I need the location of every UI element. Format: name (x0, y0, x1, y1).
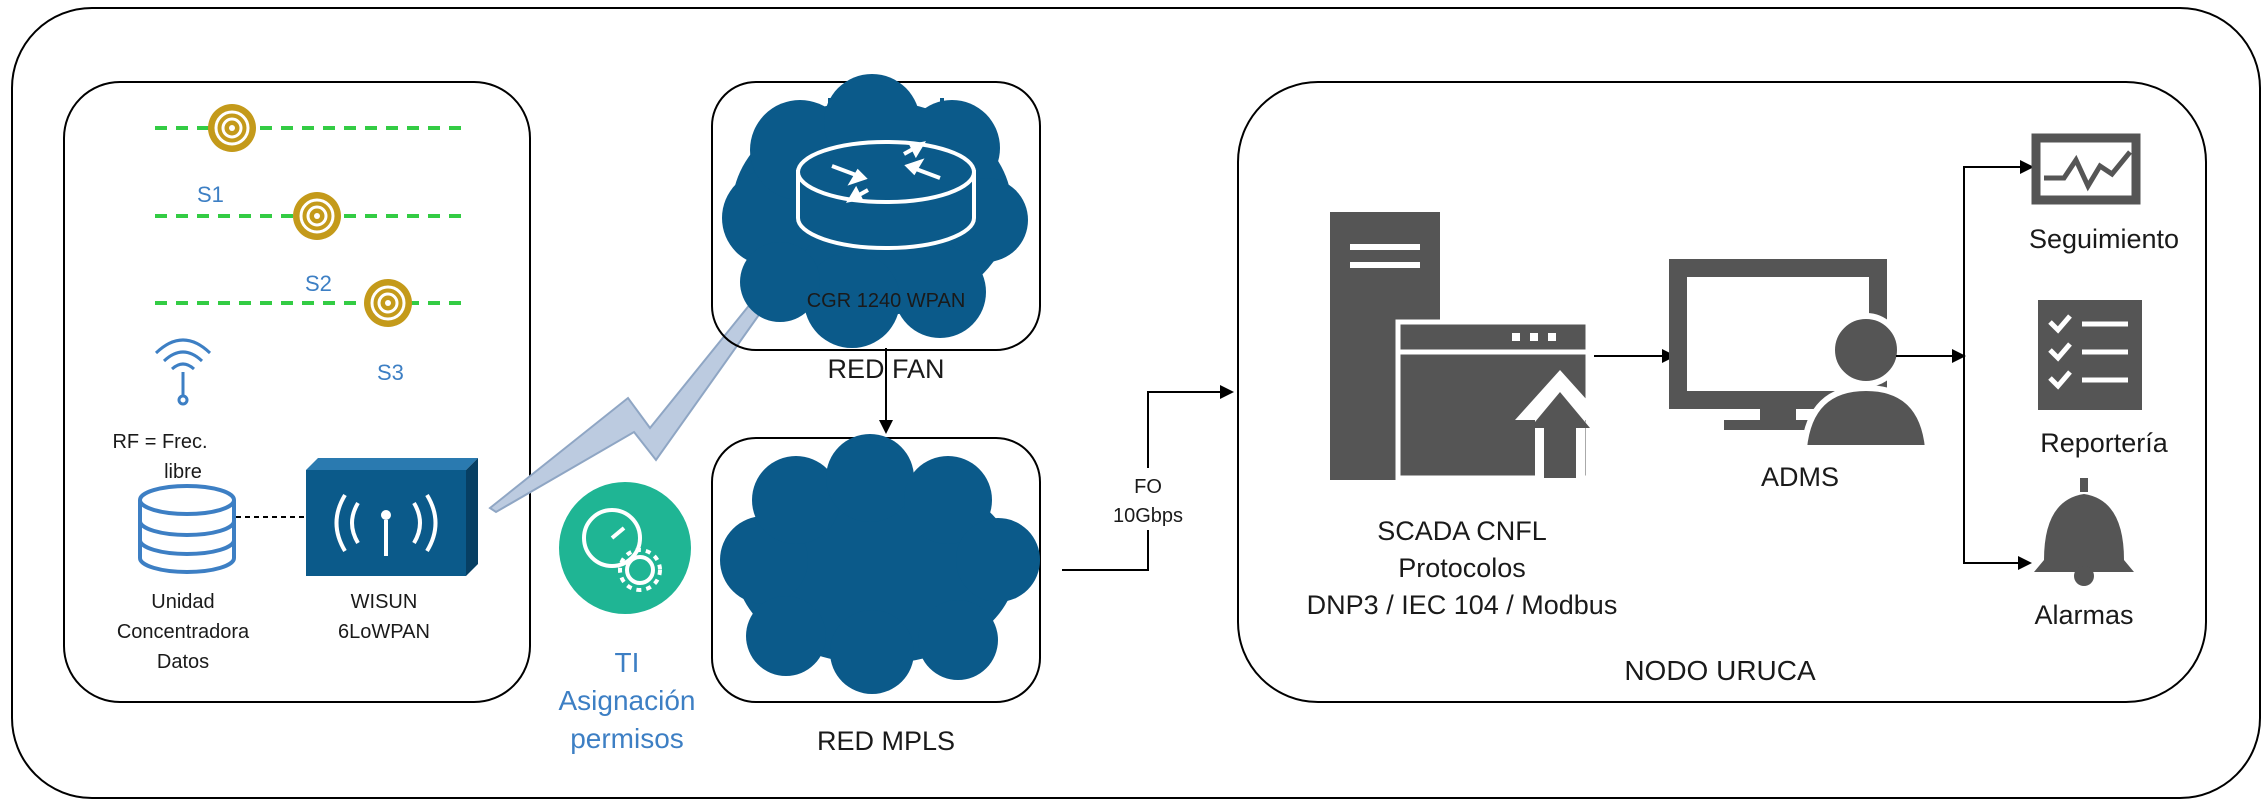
sensor-icon (206, 102, 258, 154)
wireless-access-point-icon (306, 458, 478, 576)
router-label: CGR 1240 WPAN (807, 290, 966, 312)
output-reporteria: Reportería (2040, 428, 2169, 458)
field-area-box (63, 81, 531, 703)
wisun-line1: WISUN (351, 591, 418, 613)
antenna-icon (154, 338, 212, 406)
cloud-icon (720, 434, 1040, 694)
concentrator-line3: Datos (157, 651, 209, 673)
outer-container (11, 7, 2261, 799)
ti-line1: TI (615, 647, 640, 678)
adms-label: ADMS (1761, 462, 1839, 492)
node-title: NODO URUCA (1624, 655, 1816, 686)
chart-icon (2031, 133, 2141, 205)
database-icon (138, 484, 236, 574)
sensor-icon (362, 277, 414, 329)
concentrator-line2: Concentradora (117, 621, 250, 643)
sensor-label-s2: S2 (305, 271, 332, 296)
fo-line1: FO (1134, 476, 1162, 498)
scada-line2: Protocolos (1398, 553, 1526, 583)
mpls-network-label: RED MPLS (817, 726, 955, 756)
server-icon (1330, 212, 1605, 481)
sensor-label-s3: S3 (377, 360, 404, 385)
fo-line2: 10Gbps (1113, 505, 1183, 527)
scada-line3: DNP3 / IEC 104 / Modbus (1307, 590, 1618, 620)
monitor-user-icon (1669, 259, 1932, 451)
ti-line3: permisos (570, 723, 684, 754)
sensor-icon (291, 190, 343, 242)
concentrator-line1: Unidad (151, 591, 214, 613)
node-box (1237, 81, 2207, 703)
sensor-line-2 (155, 190, 462, 242)
scada-line1: SCADA CNFL (1377, 516, 1547, 546)
sensor-line-3 (155, 277, 462, 329)
rf-label-line2: libre (164, 461, 202, 483)
rf-label-line1: RF = Frec. (112, 431, 207, 453)
lightning-link-icon (488, 280, 780, 514)
ti-line2: Asignación (559, 685, 696, 716)
output-seguimiento: Seguimiento (2029, 224, 2179, 254)
sensor-label-s1: S1 (197, 182, 224, 207)
checklist-icon (2038, 300, 2142, 410)
fo-label-bg (1100, 468, 1196, 530)
clock-gear-icon (559, 482, 691, 614)
bell-icon (2034, 478, 2134, 586)
output-arrows (1896, 160, 2034, 570)
router-icon (796, 140, 976, 250)
output-alarmas: Alarmas (2034, 600, 2133, 630)
sensor-line-1 (155, 102, 462, 154)
router-antennas (828, 98, 944, 120)
wisun-line2: 6LoWPAN (338, 621, 430, 643)
